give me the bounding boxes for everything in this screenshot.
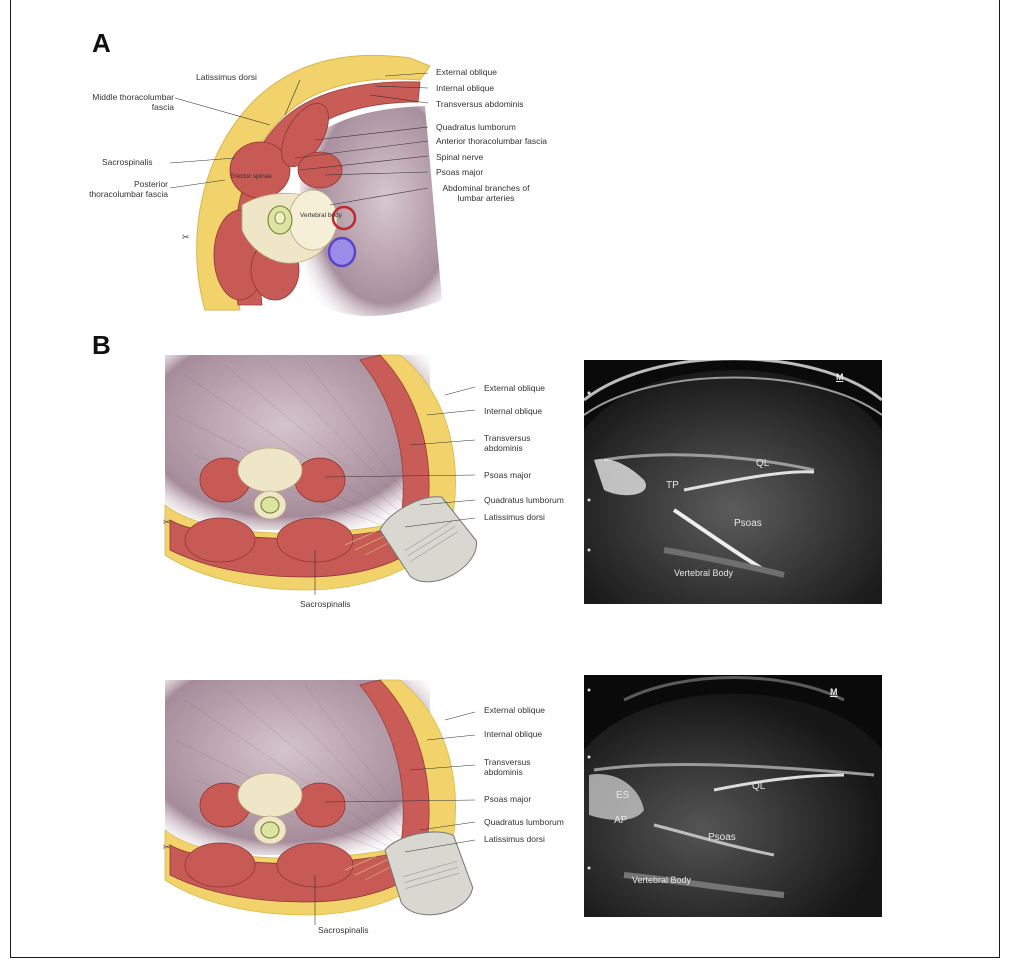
label-transversus-abdominis-a: Transversus abdominis — [436, 100, 524, 110]
us-marker-top: M — [836, 372, 844, 382]
label-anterior-thoracolumbar-fascia: Anterior thoracolumbar fascia — [436, 137, 547, 147]
label-quadratus-lumborum-b2: Quadratus lumborum — [484, 818, 564, 828]
label-sacrospinalis-b1: Sacrospinalis — [300, 600, 351, 610]
us-label-es: ES — [616, 790, 629, 801]
label-abdominal-branches: Abdominal branches of lumbar arteries — [436, 184, 536, 204]
panel-a-letter: A — [92, 28, 111, 59]
us-label-vertebral-body-bottom: Vertebral Body — [632, 875, 691, 885]
label-spinal-nerve: Spinal nerve — [436, 153, 483, 163]
us-label-vertebral-body-top: Vertebral Body — [674, 568, 733, 578]
label-latissimus-dorsi-b1: Latissimus dorsi — [484, 513, 545, 523]
us-marker-bottom: M — [830, 687, 838, 697]
svg-text:✂: ✂ — [182, 232, 190, 242]
us-label-ql-bottom: QL — [752, 781, 765, 792]
label-quadratus-lumborum-a: Quadratus lumborum — [436, 123, 516, 133]
label-internal-oblique-b2: Internal oblique — [484, 730, 542, 740]
label-psoas-major-b1: Psoas major — [484, 471, 531, 481]
svg-text:✂: ✂ — [163, 517, 171, 527]
us-label-tp: TP — [666, 480, 679, 491]
us-label-ap: AP — [614, 815, 627, 826]
label-latissimus-dorsi: Latissimus dorsi — [196, 73, 257, 83]
label-middle-thoracolumbar-fascia: Middle thoracolumbar fascia — [80, 93, 174, 113]
panel-a-illustration: ✂ — [180, 40, 450, 330]
label-external-oblique-b1: External oblique — [484, 384, 545, 394]
panel-b-letter: B — [92, 330, 111, 361]
label-posterior-thoracolumbar-fascia: Posterior thoracolumbar fascia — [80, 180, 168, 200]
label-latissimus-dorsi-b2: Latissimus dorsi — [484, 835, 545, 845]
label-internal-oblique-b1: Internal oblique — [484, 407, 542, 417]
label-sacrospinalis-a: Sacrospinalis — [102, 158, 153, 168]
ultrasound-image-top: TP QL Psoas Vertebral Body M — [584, 360, 882, 604]
label-quadratus-lumborum-b1: Quadratus lumborum — [484, 496, 564, 506]
svg-text:✂: ✂ — [163, 842, 171, 852]
label-external-oblique-b2: External oblique — [484, 706, 545, 716]
us-label-ql-top: QL — [756, 458, 769, 469]
label-psoas-major-b2: Psoas major — [484, 795, 531, 805]
label-internal-oblique-a: Internal oblique — [436, 84, 494, 94]
panel-b-top-illustration: ✂ — [165, 355, 475, 625]
label-transversus-abdominis-b1: Transversus abdominis — [484, 434, 544, 454]
label-external-oblique-a: External oblique — [436, 68, 497, 78]
label-erector-tiny: Erector spinae — [230, 173, 272, 180]
panel-b-bottom-illustration: ✂ — [165, 680, 475, 950]
label-transversus-abdominis-b2: Transversus abdominis — [484, 758, 544, 778]
ultrasound-image-bottom: ES AP QL Psoas Vertebral Body M — [584, 675, 882, 917]
label-sacrospinalis-b2: Sacrospinalis — [318, 926, 369, 936]
us-label-psoas-top: Psoas — [734, 518, 762, 529]
us-label-psoas-bottom: Psoas — [708, 832, 736, 843]
label-psoas-major-a: Psoas major — [436, 168, 483, 178]
label-vertebral-tiny: Vertebral body — [300, 212, 342, 219]
